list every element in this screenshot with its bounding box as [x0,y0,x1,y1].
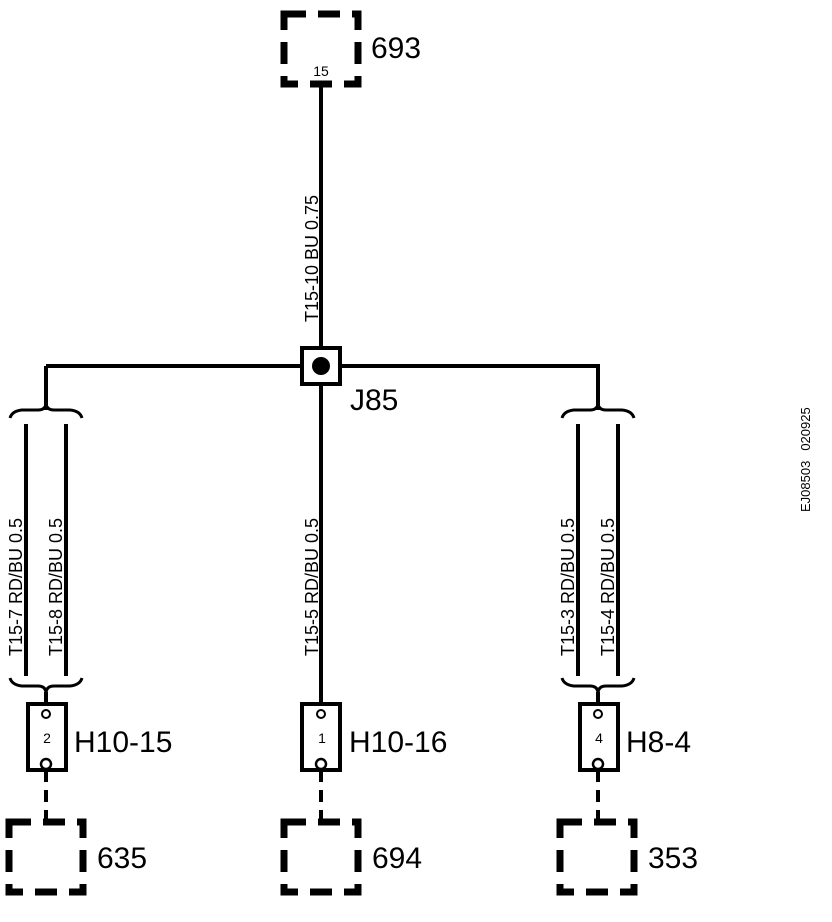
inline-connector-top-pin [316,709,326,719]
inline-connector-id: H8-4 [626,726,691,759]
bottom-connector-box [556,818,638,896]
inline-connector-pin: 1 [318,730,326,746]
bottom-connector-id: 635 [97,842,147,875]
bottom-connector-box [5,818,87,896]
middle-wire-label: T15-5 RD/BU 0.5 [302,518,322,656]
top-connector-id: 693 [371,32,421,65]
inline-connector-bottom-pin [39,757,53,771]
reference-text: EJ08503 020925 [798,407,813,512]
inline-connector-top-pin [593,709,603,719]
right-wire-b-label: T15-4 RD/BU 0.5 [598,518,618,656]
right-top-brace [560,403,636,419]
inline-connector-top-pin [41,709,51,719]
bottom-connector-box [280,818,362,896]
inline-connector-pin: 2 [43,730,51,746]
left-bottom-brace [8,677,84,693]
splice-dot [312,357,330,375]
inline-connector-id: H10-16 [349,726,447,759]
reference-code: EJ08503 [798,461,813,512]
top-wire-label: T15-10 BU 0.75 [302,195,322,322]
bottom-connector-id: 694 [372,842,422,875]
bottom-connector-id: 353 [648,842,698,875]
right-wire-a-label: T15-3 RD/BU 0.5 [558,518,578,656]
inline-connector-pin: 4 [595,730,603,746]
inline-connector-bottom-pin [314,757,328,771]
inline-connector-id: H10-15 [74,726,172,759]
left-wire-a-label: T15-7 RD/BU 0.5 [6,518,26,656]
splice-id: J85 [350,384,398,417]
left-wire-b-label: T15-8 RD/BU 0.5 [46,518,66,656]
left-top-brace [8,403,84,419]
reference-date: 020925 [798,407,813,450]
inline-connector-bottom-pin [591,757,605,771]
right-bottom-brace [560,677,636,693]
top-connector-pin: 15 [313,63,329,79]
